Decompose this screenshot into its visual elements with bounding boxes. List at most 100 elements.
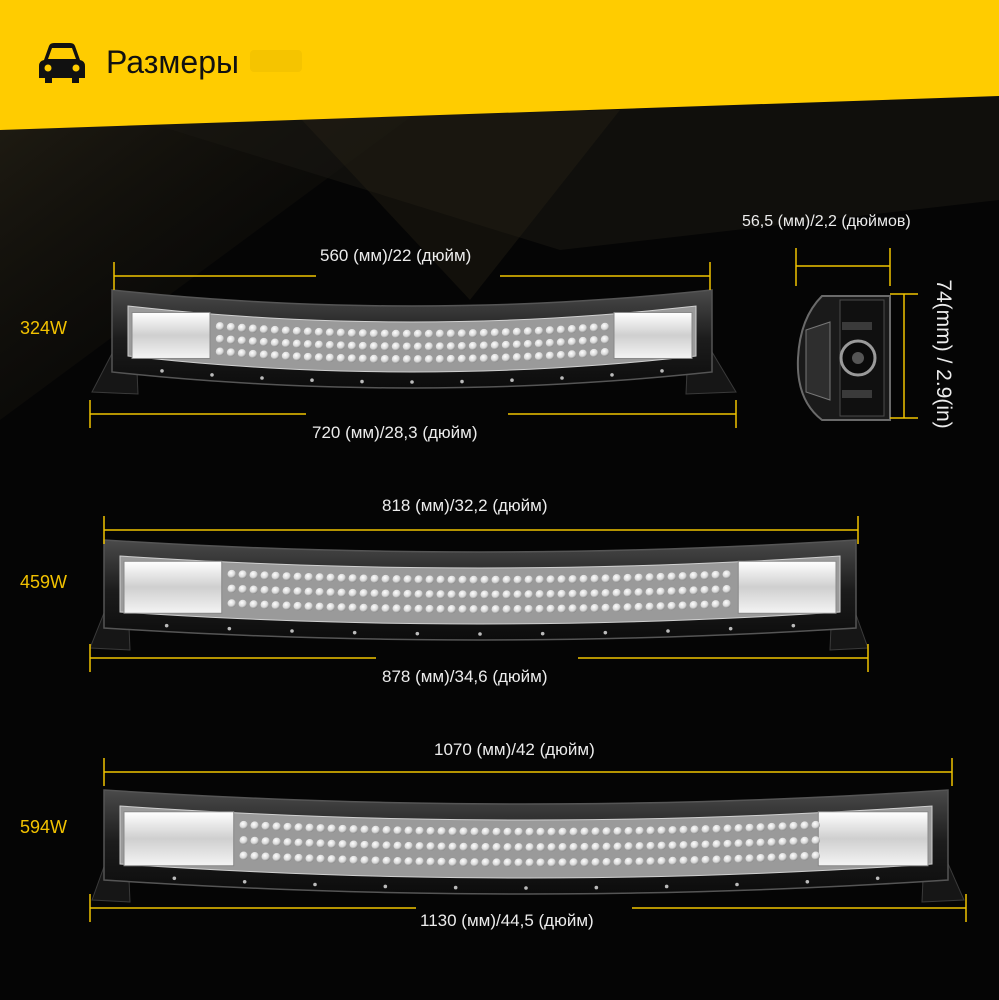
led-chip [481, 842, 490, 852]
led-chip [226, 323, 236, 332]
led-chip [303, 327, 313, 336]
led-chip [303, 340, 313, 349]
led-chip [470, 858, 479, 867]
led-chip [800, 836, 809, 846]
led-chip [667, 601, 676, 611]
led-chip [602, 827, 611, 836]
screw [540, 631, 545, 636]
led-chip [569, 858, 578, 867]
led-chip [448, 827, 457, 836]
led-chip [492, 843, 501, 852]
power-label-324w: 324W [20, 318, 68, 338]
led-chip [338, 824, 347, 834]
led-chip [700, 585, 709, 595]
led-chip [272, 853, 281, 862]
led-chip [679, 825, 688, 835]
led-chip [292, 339, 302, 349]
led-chip [436, 604, 445, 614]
led-chip [359, 574, 368, 583]
led-chip [700, 571, 709, 580]
led-chip [503, 858, 512, 867]
led-chip [239, 836, 248, 845]
led-chip [227, 584, 236, 593]
screw [410, 380, 414, 384]
led-chip [316, 854, 325, 864]
led-chip [536, 843, 545, 852]
led-chip [437, 842, 446, 851]
led-chip [525, 858, 534, 867]
led-chip [679, 841, 688, 850]
led-chip [446, 354, 456, 364]
led-chip [591, 858, 600, 867]
led-chip [470, 842, 479, 852]
led-chip [381, 589, 390, 598]
screw [310, 378, 314, 383]
led-chip [711, 600, 720, 609]
led-chip [259, 350, 269, 359]
led-chip [425, 604, 434, 614]
led-chip [415, 857, 424, 866]
led-chip [492, 827, 501, 837]
led-chip [327, 839, 336, 849]
led-chip [458, 575, 467, 585]
light-bar-3 [91, 789, 965, 903]
led-chip [491, 575, 500, 585]
dimension-line-6 [89, 894, 967, 922]
led-chip [437, 827, 446, 836]
led-chip [634, 602, 643, 612]
led-chip [567, 337, 577, 347]
led-chip [502, 575, 511, 585]
led-chip [701, 840, 710, 849]
screw [791, 623, 796, 628]
side-knob-center [852, 352, 864, 364]
screw [210, 373, 214, 377]
led-chip [260, 600, 269, 610]
led-chip [634, 588, 643, 597]
led-chip [424, 329, 434, 339]
led-chip [281, 351, 291, 361]
led-chip [404, 826, 413, 835]
led-chip [512, 327, 522, 337]
led-chip [612, 574, 621, 583]
led-chip [260, 571, 269, 580]
screw [415, 631, 420, 636]
led-chip [811, 820, 820, 830]
led-chip [380, 329, 390, 339]
led-chip [249, 585, 258, 594]
screw [290, 629, 294, 633]
side-view-bracket [796, 295, 891, 421]
led-chip [336, 341, 346, 350]
led-chip [590, 589, 599, 598]
led-chip [503, 843, 512, 852]
led-chip [415, 826, 424, 836]
led-chip [447, 605, 456, 614]
screw [560, 376, 564, 380]
led-chip [646, 857, 655, 866]
screw [805, 879, 810, 884]
led-chip [380, 354, 390, 364]
led-chip [413, 329, 423, 339]
led-chip [425, 575, 434, 584]
led-chip [523, 339, 533, 349]
led-chip [524, 575, 533, 585]
led-chip [436, 575, 445, 585]
led-chip [435, 329, 445, 339]
led-chip [778, 853, 787, 862]
screw [160, 369, 164, 373]
led-chip [591, 842, 600, 852]
led-chip [623, 603, 632, 612]
led-chip [656, 572, 665, 582]
led-chip [534, 339, 544, 348]
led-chip [237, 323, 247, 333]
led-chip [414, 575, 423, 584]
led-chip [502, 590, 511, 599]
led-chip [789, 852, 798, 861]
side-height-dimension: 74(mm) / 2.9(in) [932, 279, 955, 429]
led-chip [712, 840, 721, 849]
led-chip [305, 823, 314, 833]
led-chip [723, 855, 732, 864]
led-chip [480, 605, 489, 614]
led-chip [393, 841, 402, 851]
led-chip [481, 858, 490, 867]
dimension-line-2 [89, 400, 737, 428]
